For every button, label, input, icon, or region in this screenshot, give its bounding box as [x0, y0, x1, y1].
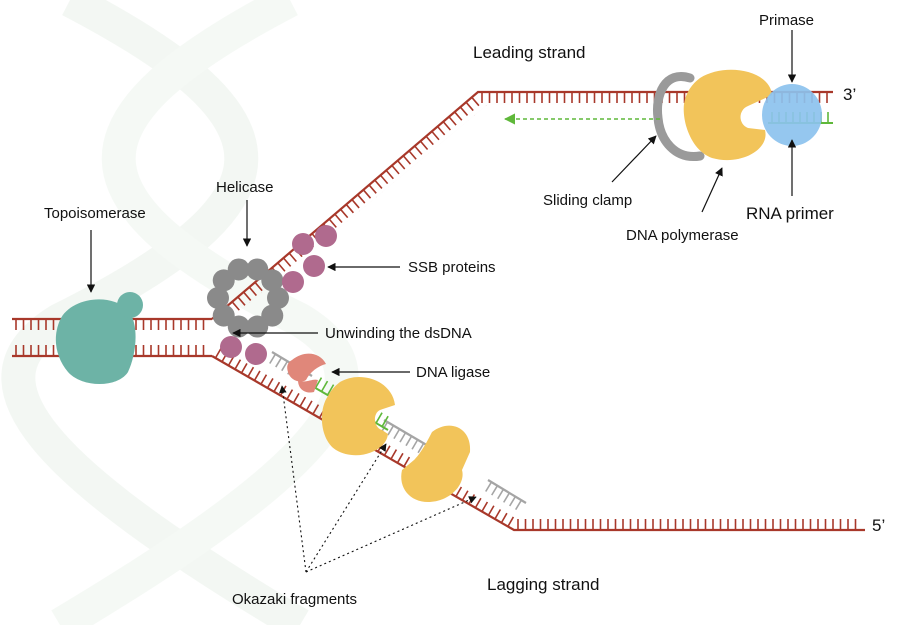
ssb-protein: [303, 255, 325, 277]
rna-primer-label: RNA primer: [746, 204, 834, 223]
okazaki-pointer-1: [279, 385, 307, 573]
lagging-strand-label: Lagging strand: [487, 575, 599, 594]
primase-shape: [762, 84, 822, 146]
helicase-bead: [267, 287, 289, 309]
ssb-protein: [245, 343, 267, 365]
lagging-polymerase-2: [401, 425, 471, 502]
ssb-protein: [220, 336, 242, 358]
primase-label: Primase: [759, 12, 814, 29]
three-prime-label: 3’: [843, 85, 856, 104]
okazaki-pointer-2: [305, 443, 387, 573]
helicase-bead: [207, 287, 229, 309]
helicase-label: Helicase: [216, 179, 274, 196]
dna-ligase-shape: [287, 353, 326, 393]
ssb-proteins-label: SSB proteins: [408, 259, 496, 276]
helicase-bead: [227, 258, 250, 281]
sliding-clamp-shape: [652, 72, 705, 161]
ssb-proteins-group: [220, 225, 337, 365]
sliding-clamp-arrow: [611, 135, 657, 183]
okazaki-fragment-3: [485, 479, 527, 511]
annotation-arrows: [86, 30, 797, 573]
sliding-clamp-label: Sliding clamp: [543, 192, 632, 209]
leading-strand-label: Leading strand: [473, 43, 585, 62]
okazaki-pointer-3: [305, 496, 477, 573]
okazaki-label: Okazaki fragments: [232, 591, 357, 608]
okazaki-fragment-2: [381, 419, 431, 454]
topoisomerase-shape: [55, 292, 143, 384]
helicase-bead: [246, 315, 269, 338]
unwinding-label: Unwinding the dsDNA: [325, 325, 472, 342]
dna-polymerase-label: DNA polymerase: [626, 227, 739, 244]
lagging-polymerase-1: [321, 376, 395, 456]
helicase-bead: [212, 304, 235, 327]
ssb-protein: [282, 271, 304, 293]
leading-polymerase-shape: [683, 69, 772, 161]
labels: Leading strand Lagging strand Primase 3’…: [44, 12, 885, 608]
ssb-protein: [315, 225, 337, 247]
helicase-bead: [261, 269, 284, 292]
topoisomerase-label: Topoisomerase: [44, 205, 146, 222]
ssb-protein: [292, 233, 314, 255]
five-prime-label: 5’: [872, 516, 885, 535]
dna-polymerase-arrow: [701, 167, 723, 213]
dna-ligase-label: DNA ligase: [416, 364, 490, 381]
